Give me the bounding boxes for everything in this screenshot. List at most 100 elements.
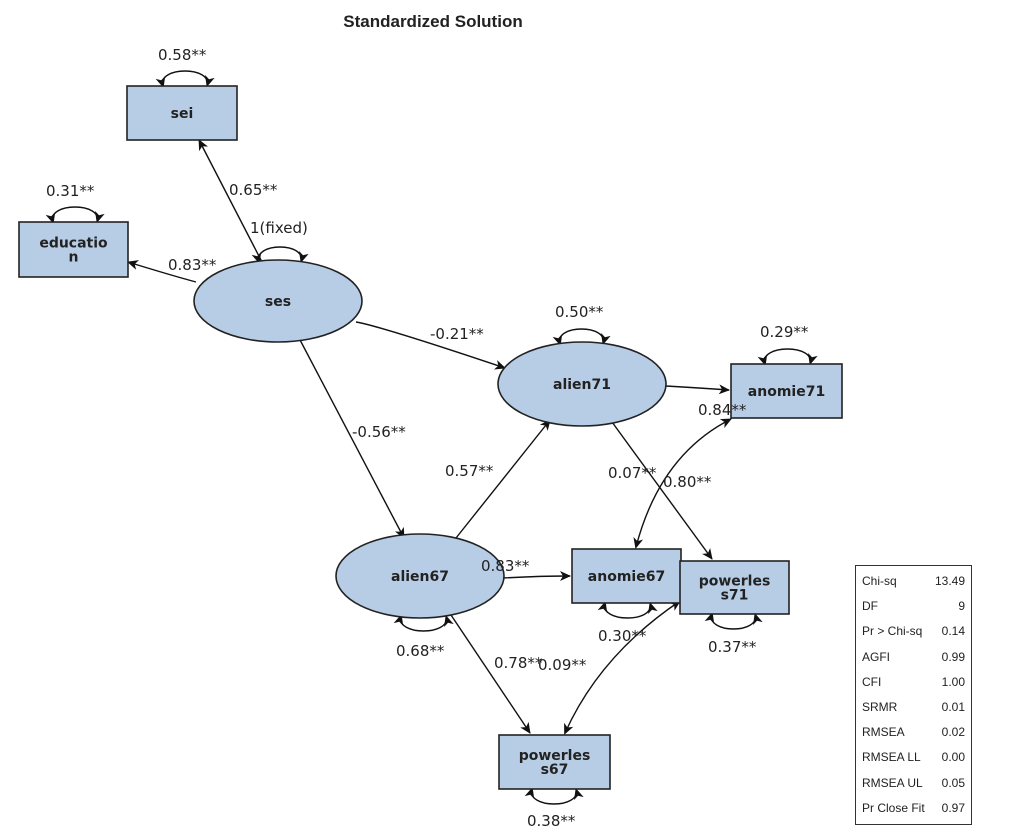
coefficient-label-anomie67-anomie71: 0.07** [608, 464, 657, 482]
node-label: anomie71 [748, 384, 825, 400]
fit-label: SRMR [862, 699, 898, 714]
coefficient-label-ses-alien71: -0.21** [430, 325, 484, 343]
variance-label-sei: 0.58** [158, 46, 207, 64]
fit-row: Chi-sq 13.49 [856, 569, 971, 594]
fit-value: 0.99 [941, 649, 965, 664]
node-label: s67 [541, 762, 569, 778]
fit-value: 0.97 [941, 800, 965, 815]
node-alien67[interactable]: alien67 [335, 533, 505, 619]
observed-variable-box [679, 560, 790, 615]
fit-label: Chi-sq [862, 574, 897, 588]
fit-value: 0.02 [941, 725, 965, 740]
observed-variable-box [18, 221, 129, 278]
diagram-title: Standardized Solution [343, 12, 523, 31]
node-label: ses [265, 294, 291, 310]
variance-loop-ses [251, 246, 309, 264]
coefficient-label-ses-education: 0.83** [168, 256, 217, 274]
path-ses-education [127, 260, 197, 283]
node-label: powerles [519, 748, 591, 764]
covariance-powerless67-powerless71 [564, 600, 681, 735]
fit-row: SRMR 0.01 [856, 695, 971, 720]
fit-row: RMSEA LL 0.00 [856, 745, 971, 770]
fit-value: 9 [958, 599, 965, 614]
variance-label-anomie71: 0.29** [760, 323, 809, 341]
node-label: sei [171, 106, 194, 122]
variance-label-alien71: 0.50** [555, 303, 604, 321]
node-label: alien67 [391, 569, 449, 585]
fit-value: 0.05 [941, 775, 965, 790]
coefficient-label-alien71-powerless71: 0.80** [663, 473, 712, 491]
variance-label-anomie67: 0.30** [598, 627, 647, 645]
fit-label: AGFI [862, 649, 891, 664]
variance-loop-anomie71 [757, 348, 818, 366]
variance-loop-sei [155, 70, 215, 88]
fit-row: DF 9 [856, 594, 971, 619]
fit-label: DF [862, 599, 878, 614]
fit-value: 1.00 [941, 674, 965, 689]
variance-loop-alien71 [552, 328, 611, 346]
fit-value: 0.00 [941, 750, 965, 765]
variance-loop-powerless67 [524, 787, 584, 805]
fit-value: 0.14 [941, 624, 965, 639]
path-alien67-anomie67 [502, 571, 571, 582]
node-ses[interactable]: ses [193, 259, 363, 343]
fit-label: Pr Close Fit [862, 800, 925, 815]
fit-label: Pr > Chi-sq [862, 624, 923, 639]
fit-label: CFI [862, 674, 882, 689]
observed-variable-box [126, 85, 238, 141]
node-anomie71[interactable]: anomie71 [730, 363, 843, 419]
coefficient-label-ses-sei: 0.65** [229, 181, 278, 199]
variance-label-alien67: 0.68** [396, 642, 445, 660]
fit-value: 0.01 [941, 699, 965, 714]
latent-variable-ellipse [497, 341, 667, 427]
fit-row: CFI 1.00 [856, 670, 971, 695]
variance-label-ses: 1(fixed) [250, 219, 308, 237]
path-alien67-alien71 [455, 419, 551, 539]
node-label: powerles [699, 574, 771, 590]
fit-value: 13.49 [934, 574, 965, 588]
node-label: educatio [39, 236, 108, 252]
node-alien71[interactable]: alien71 [497, 341, 667, 427]
coefficient-label-alien67-anomie67: 0.83** [481, 557, 530, 575]
node-sei[interactable]: sei [126, 85, 238, 141]
latent-variable-ellipse [193, 259, 363, 343]
variance-loop-alien67 [393, 614, 454, 632]
coefficient-label-powerless67-powerless71: 0.09** [538, 656, 587, 674]
node-label: alien71 [553, 377, 611, 393]
observed-variable-box [498, 734, 611, 790]
fit-row: RMSEA 0.02 [856, 720, 971, 745]
fit-label: RMSEA [862, 725, 905, 740]
node-label: s71 [721, 588, 749, 604]
variance-loop-powerless71 [704, 612, 763, 630]
path-ses-alien67 [298, 337, 405, 539]
path-ses-alien71 [355, 321, 506, 370]
covariance-anomie67-anomie71 [633, 418, 732, 549]
fit-row: Pr Close Fit 0.97 [856, 796, 971, 821]
coefficient-label-alien71-anomie71: 0.84** [698, 401, 747, 419]
variance-label-powerless67: 0.38** [527, 812, 576, 830]
coefficient-label-ses-alien67: -0.56** [352, 423, 406, 441]
latent-variable-ellipse [335, 533, 505, 619]
fit-row: RMSEA UL 0.05 [856, 771, 971, 796]
variance-label-powerless71: 0.37** [708, 638, 757, 656]
variance-loop-anomie67 [597, 601, 658, 619]
coefficient-label-alien67-powerless67: 0.78** [494, 654, 543, 672]
observed-variable-box [730, 363, 843, 419]
node-label: anomie67 [588, 569, 665, 585]
variance-label-education: 0.31** [46, 182, 95, 200]
variance-loop-education [45, 206, 105, 224]
node-label: n [69, 250, 79, 266]
coefficient-label-alien67-alien71: 0.57** [445, 462, 494, 480]
node-anomie67[interactable]: anomie67 [571, 548, 682, 604]
fit-row: Pr > Chi-sq 0.14 [856, 619, 971, 644]
path-alien67-powerless67 [450, 614, 531, 734]
path-alien71-anomie71 [665, 384, 730, 395]
fit-label: RMSEA LL [862, 750, 921, 765]
fit-row: AGFI 0.99 [856, 645, 971, 670]
fit-label: RMSEA UL [862, 775, 923, 790]
